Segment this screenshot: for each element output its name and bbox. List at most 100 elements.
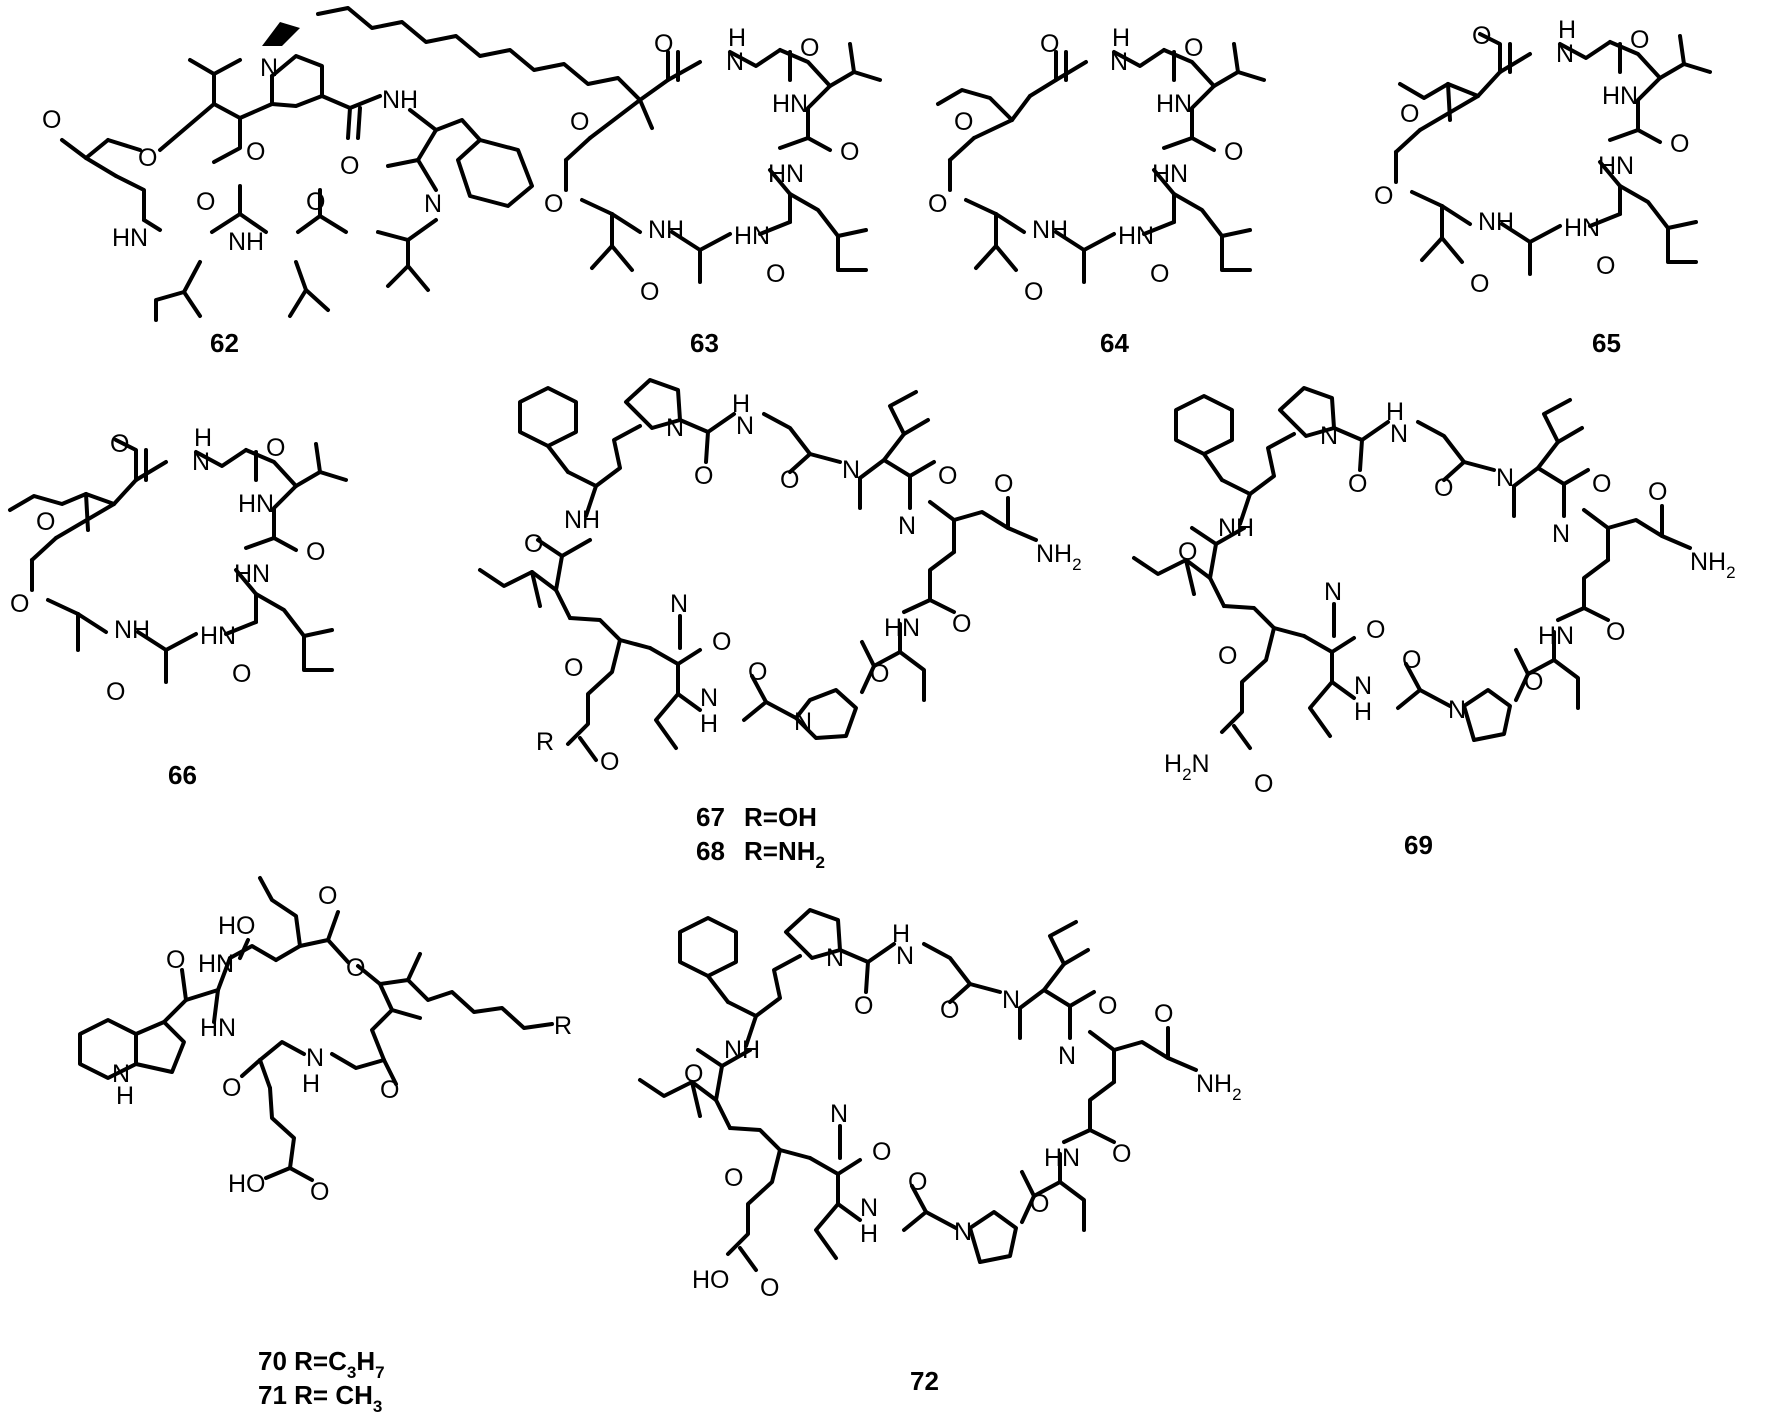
- compound-64-structure: O O O H N O HN O HN HN O NH O 64: [928, 24, 1266, 358]
- atom-hn: HN: [200, 1014, 236, 1042]
- atom-hn: HN: [1538, 622, 1574, 650]
- atom-n: N: [1320, 422, 1338, 450]
- atom-o: O: [222, 1074, 241, 1102]
- atom-n: N: [898, 512, 916, 540]
- atom-o: O: [1402, 646, 1421, 674]
- atom-n: N: [826, 944, 844, 972]
- atom-hn: HN: [734, 222, 770, 250]
- atom-o: O: [232, 660, 251, 688]
- atom-o: O: [1596, 252, 1615, 280]
- atom-o: O: [712, 628, 731, 656]
- atom-o: O: [1434, 474, 1453, 502]
- atom-o: O: [800, 34, 819, 62]
- atom-o: O: [1154, 1000, 1173, 1028]
- compound-label-69: 69: [1404, 830, 1433, 860]
- atom-r: R: [536, 728, 554, 756]
- atom-h: H: [1558, 16, 1576, 44]
- atom-o: O: [1606, 618, 1625, 646]
- atom-o: O: [840, 138, 859, 166]
- atom-o: O: [748, 658, 767, 686]
- atom-nh-n: N: [860, 1194, 878, 1222]
- atom-n: N: [666, 414, 684, 442]
- atom-hn: HN: [768, 160, 804, 188]
- atom-n: N: [1324, 578, 1342, 606]
- atom-r: R: [554, 1012, 572, 1040]
- atom-o: O: [310, 1178, 329, 1206]
- atom-o: O: [106, 678, 125, 706]
- atom-o: O: [1150, 260, 1169, 288]
- atom-h: H: [728, 24, 746, 52]
- atom-o: O: [1472, 22, 1491, 50]
- atom-nh-h: H: [302, 1070, 320, 1098]
- atom-o: O: [246, 138, 265, 166]
- compound-65-structure: O O O H N O HN O HN HN O NH O 65: [1374, 16, 1712, 358]
- atom-o: O: [266, 434, 285, 462]
- atom-o: O: [908, 1168, 927, 1196]
- atom-o: O: [938, 462, 957, 490]
- atom-hn: HN: [234, 560, 270, 588]
- atom-o: O: [380, 1076, 399, 1104]
- atom-o: O: [994, 470, 1013, 498]
- atom-o: O: [1112, 1140, 1131, 1168]
- atom-n: N: [1390, 420, 1408, 448]
- atom-o: O: [872, 1138, 891, 1166]
- compound-label-62: 62: [210, 328, 239, 358]
- atom-o: O: [724, 1164, 743, 1192]
- atom-o: O: [346, 954, 365, 982]
- compound-66-structure: O O O H N O HN O HN HN O NH O 66: [8, 424, 348, 790]
- atom-hn: HN: [884, 614, 920, 642]
- atom-o: O: [928, 190, 947, 218]
- atom-o: O: [564, 654, 583, 682]
- compound-label-72: 72: [910, 1366, 939, 1396]
- compound-label-64: 64: [1100, 328, 1129, 358]
- atom-ho: HO: [228, 1170, 266, 1198]
- atom-nh: NH: [382, 86, 418, 114]
- atom-nh2: NH2: [1196, 1070, 1242, 1104]
- atom-hn: HN: [772, 90, 808, 118]
- atom-o: O: [684, 1060, 703, 1088]
- atom-o: O: [1024, 278, 1043, 306]
- atom-hn: HN: [1564, 214, 1600, 242]
- atom-n: N: [260, 54, 278, 82]
- compound-label-68: 68 R=NH2: [696, 836, 825, 872]
- atom-nh-n: N: [1354, 672, 1372, 700]
- atom-h2n: H2N: [1164, 750, 1210, 784]
- compound-label-65: 65: [1592, 328, 1621, 358]
- atom-n: N: [736, 412, 754, 440]
- compound-label-63: 63: [690, 328, 719, 358]
- atom-o: O: [1374, 182, 1393, 210]
- atom-o: O: [1184, 34, 1203, 62]
- atom-n: N: [1058, 1042, 1076, 1070]
- atom-o: O: [306, 538, 325, 566]
- atom-h: H: [194, 424, 212, 452]
- atom-nh2: NH2: [1036, 540, 1082, 574]
- atom-nh: NH: [228, 228, 264, 256]
- atom-o: O: [654, 30, 673, 58]
- atom-h: H: [1112, 24, 1130, 52]
- atom-n: N: [424, 190, 442, 218]
- atom-o: O: [10, 590, 29, 618]
- compound-63-structure: O O O H N O HN O HN HN O NH O 63: [316, 6, 882, 358]
- atom-o: O: [940, 996, 959, 1024]
- atom-o: O: [1524, 668, 1543, 696]
- compound-72-structure: N H N O O N O N O NH2 HN O O N O H N O N…: [638, 908, 1242, 1396]
- atom-o: O: [1630, 26, 1649, 54]
- atom-o: O: [1098, 992, 1117, 1020]
- atom-n: N: [192, 448, 210, 476]
- atom-nh: NH: [724, 1036, 760, 1064]
- atom-o: O: [766, 260, 785, 288]
- atom-n: N: [1002, 986, 1020, 1014]
- atom-hn: HN: [1156, 90, 1192, 118]
- compound-69-structure: N H N O O N O N O NH2 HN O O N O H N O N…: [1132, 386, 1736, 860]
- atom-o: O: [1348, 470, 1367, 498]
- atom-h: H: [1386, 398, 1404, 426]
- atom-hn: HN: [238, 490, 274, 518]
- atom-o: O: [952, 610, 971, 638]
- atom-nh: NH: [1478, 208, 1514, 236]
- atom-o: O: [1670, 130, 1689, 158]
- atom-hn: HN: [200, 622, 236, 650]
- atom-ho: HO: [692, 1266, 730, 1294]
- atom-o: O: [36, 508, 55, 536]
- atom-o: O: [854, 992, 873, 1020]
- atom-o: O: [166, 946, 185, 974]
